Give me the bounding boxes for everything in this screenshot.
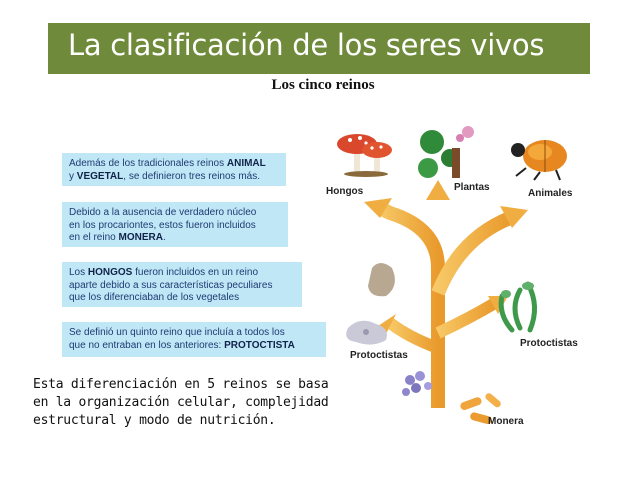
- amoeba-icon: [346, 263, 395, 345]
- info-line: que los diferenciaban de los vegetales: [69, 292, 240, 303]
- plant-icon: [418, 126, 474, 178]
- info-line: Además de los tradicionales reinos ANIMA…: [69, 158, 266, 169]
- info-line: Los HONGOS fueron incluidos en un reino: [69, 267, 258, 278]
- tree-branches: [376, 198, 513, 408]
- page-title: La clasificación de los seres vivos: [68, 28, 545, 62]
- branch-arrowheads: [364, 180, 528, 334]
- info-box-protoctista: Se definió un quinto reino que incluía a…: [62, 322, 326, 357]
- info-line: Se definió un quinto reino que incluía a…: [69, 327, 285, 338]
- note-line: Esta diferenciación en 5 reinos se basa: [33, 377, 329, 392]
- label-hongos: Hongos: [326, 186, 364, 197]
- info-line: aparte debido a sus características pecu…: [69, 279, 273, 291]
- note-line: en la organización celular, complejidad: [33, 395, 329, 410]
- bacteria-icon: [402, 371, 501, 425]
- label-plantas: Plantas: [454, 182, 490, 193]
- info-line: Debido a la ausencia de verdadero núcleo: [69, 207, 257, 218]
- title-bar: La clasificación de los seres vivos: [48, 23, 590, 74]
- info-box-hongos: Los HONGOS fueron incluidos en un reino …: [62, 262, 302, 307]
- algae-icon: [498, 281, 537, 333]
- info-line: y VEGETAL, se definieron tres reinos más…: [69, 170, 260, 182]
- mushroom-icon: [337, 134, 392, 177]
- info-line: en el reino MONERA.: [69, 232, 166, 243]
- info-box-monera: Debido a la ausencia de verdadero núcleo…: [62, 202, 288, 247]
- note-line: estructural y modo de nutrición.: [33, 413, 276, 428]
- info-line: en los procariontes, estos fueron inclui…: [69, 219, 256, 231]
- page-subtitle: Los cinco reinos: [271, 77, 375, 93]
- label-protoctistas-right: Protoctistas: [520, 338, 578, 349]
- info-box-animal-vegetal: Además de los tradicionales reinos ANIMA…: [62, 153, 286, 186]
- label-monera: Monera: [488, 416, 524, 427]
- label-protoctistas-left: Protoctistas: [350, 350, 408, 361]
- label-animales: Animales: [528, 188, 573, 199]
- beetle-icon: [511, 140, 567, 181]
- info-line: que no entraban en los anteriores: PROTO…: [69, 339, 295, 351]
- classification-note: Esta diferenciación en 5 reinos se basa …: [33, 376, 363, 430]
- kingdom-tree-diagram: Hongos Plantas Animales Protoctistas Pro…: [326, 126, 578, 427]
